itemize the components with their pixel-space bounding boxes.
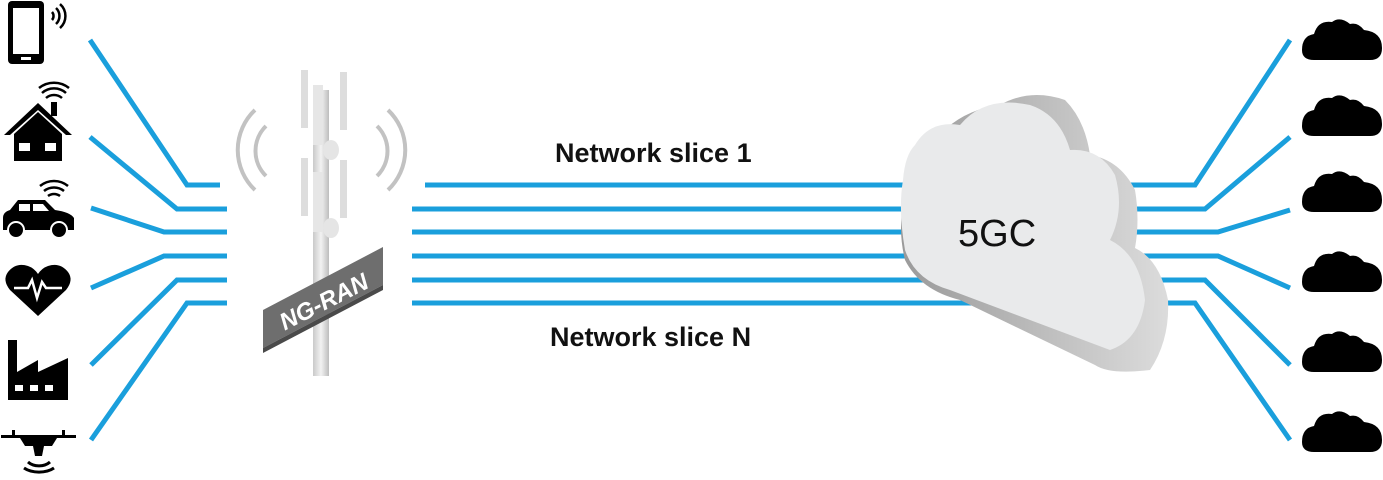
- slice-line: [425, 38, 1293, 188]
- slice-line: [412, 300, 1293, 442]
- factory-icon: [8, 340, 68, 400]
- service-cloud-icon: [1302, 331, 1382, 372]
- smart-home-icon: [4, 81, 72, 161]
- link-factory: [89, 277, 227, 367]
- service-cloud-icon: [1302, 251, 1382, 292]
- service-cloud-icon: [1302, 171, 1382, 212]
- link-health: [89, 253, 227, 291]
- device-icons: [1, 1, 76, 474]
- signal-waves-icon: [235, 108, 408, 192]
- smartphone-icon: [8, 1, 67, 64]
- health-monitor-icon: [5, 264, 71, 316]
- connected-car-icon: [3, 179, 74, 239]
- slice-line: [412, 135, 1292, 212]
- link-home: [88, 135, 227, 212]
- device-links: [87, 38, 227, 442]
- slice-line: [412, 253, 1292, 291]
- link-drone: [88, 300, 227, 442]
- slice-line: [412, 277, 1292, 367]
- service-cloud-icon: [1302, 411, 1382, 452]
- network-slices: [412, 38, 1293, 442]
- service-cloud-icon: [1302, 19, 1382, 60]
- network-slice-1-label: Network slice 1: [555, 138, 752, 168]
- network-slice-n-label: Network slice N: [550, 322, 752, 352]
- 5gc-label: 5GC: [958, 213, 1037, 255]
- slice-line: [412, 207, 1291, 235]
- service-cloud-icon: [1302, 95, 1382, 136]
- drone-icon: [1, 430, 76, 474]
- 5gc-cloud: [900, 95, 1169, 372]
- link-smartphone: [87, 38, 220, 188]
- link-car: [90, 205, 227, 235]
